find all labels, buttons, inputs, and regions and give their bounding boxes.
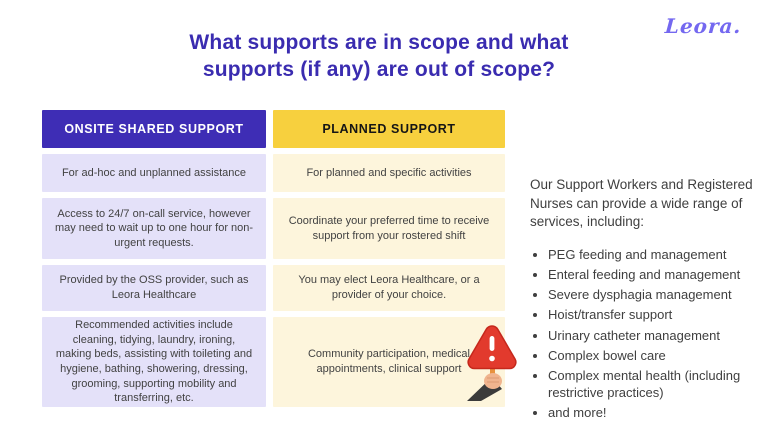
page-title: What supports are in scope and what supp… — [124, 30, 634, 84]
list-item: Hoist/transfer support — [548, 306, 764, 323]
table-cell-planned-row4-text: Community participation, medical appoint… — [307, 348, 470, 375]
table-cell-planned-row2: Coordinate your preferred time to receiv… — [273, 198, 505, 259]
services-list: PEG feeding and management Enteral feedi… — [548, 246, 764, 421]
list-item: and more! — [548, 404, 764, 421]
list-item: Urinary catheter management — [548, 327, 764, 344]
list-item: Severe dysphagia management — [548, 286, 764, 303]
list-item: Enteral feeding and management — [548, 266, 764, 283]
table-cell-planned-row4: Community participation, medical appoint… — [273, 317, 517, 407]
list-item: PEG feeding and management — [548, 246, 764, 263]
header-planned-support: PLANNED SUPPORT — [273, 110, 505, 148]
table-cell-planned-row1: For planned and specific activities — [273, 154, 505, 192]
services-panel: Our Support Workers and Registered Nurse… — [530, 176, 764, 424]
table-cell-onsite-row4: Recommended activities include cleaning,… — [42, 317, 266, 407]
list-item: Complex bowel care — [548, 347, 764, 364]
comparison-table: ONSITE SHARED SUPPORT PLANNED SUPPORT Fo… — [42, 110, 517, 407]
table-cell-onsite-row3: Provided by the OSS provider, such as Le… — [42, 265, 266, 311]
table-cell-onsite-row1: For ad-hoc and unplanned assistance — [42, 154, 266, 192]
header-onsite-shared-support: ONSITE SHARED SUPPORT — [42, 110, 266, 148]
table-cell-planned-row3: You may elect Leora Healthcare, or a pro… — [273, 265, 505, 311]
title-line-2: supports (if any) are out of scope? — [202, 57, 556, 81]
services-intro: Our Support Workers and Registered Nurse… — [530, 177, 753, 230]
title-line-1: What supports are in scope and what — [189, 31, 569, 54]
table-cell-onsite-row2: Access to 24/7 on-call service, however … — [42, 198, 266, 259]
list-item: Complex mental health (including restric… — [548, 367, 764, 401]
leora-logo: Leora. — [664, 14, 743, 38]
